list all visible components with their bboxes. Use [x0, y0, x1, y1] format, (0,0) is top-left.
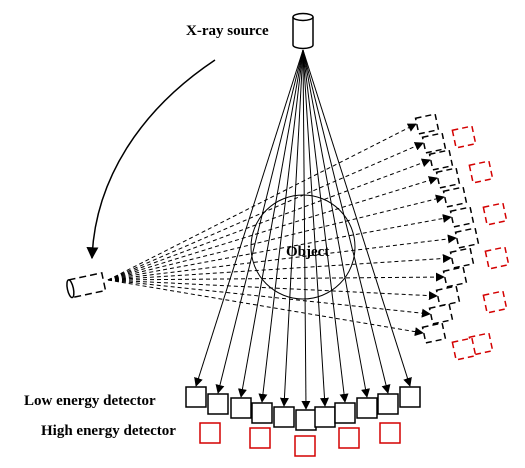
detector-element-icon [377, 393, 399, 415]
low-energy-detector-array [185, 386, 421, 431]
ray-line [237, 49, 304, 398]
detector-element-icon [454, 227, 480, 249]
detector-element-icon [449, 247, 475, 269]
detector-element-icon [428, 303, 454, 325]
detector-element-icon [379, 422, 401, 444]
detector-element-icon [451, 337, 477, 361]
detector-element-icon [451, 125, 477, 149]
rotation-arrow-icon [86, 59, 216, 260]
detector-element-icon [338, 427, 360, 449]
rotated-high-energy-detector-array [451, 125, 510, 361]
detector-element-icon [199, 422, 221, 444]
detector-element-icon [428, 149, 454, 171]
detector-element-icon [207, 393, 229, 415]
detector-element-icon [482, 202, 508, 226]
ray-line [107, 142, 424, 281]
ray-line [302, 49, 329, 407]
detector-element-icon [294, 435, 316, 457]
detector-element-icon [482, 290, 508, 314]
detector-element-icon [442, 186, 468, 208]
detector-element-icon [435, 285, 461, 307]
ray-line [107, 272, 445, 282]
detector-element-icon [414, 113, 440, 135]
rotated-source-icon [66, 271, 107, 299]
detector-element-icon [449, 206, 475, 228]
low-energy-detector-label: Low energy detector [24, 393, 156, 409]
ray-line [302, 49, 412, 387]
detector-element-icon [484, 246, 510, 270]
detector-element-icon [442, 266, 468, 288]
detector-element-icon [468, 332, 494, 356]
high-energy-detector-array [199, 422, 401, 457]
detector-element-icon [334, 402, 356, 424]
detector-element-icon [421, 322, 447, 344]
ray-line [107, 254, 452, 281]
ray-line [107, 214, 452, 281]
detector-element-icon [421, 132, 447, 154]
ray-line [107, 176, 438, 281]
detector-element-icon [273, 406, 295, 428]
ray-fan-rotated [107, 123, 457, 337]
ray-line [302, 49, 391, 394]
detector-element-icon [399, 386, 421, 408]
detector-element-icon [249, 427, 271, 449]
detector-element-icon [230, 397, 252, 419]
ray-line [107, 123, 417, 281]
ray-line [302, 49, 349, 403]
high-energy-detector-label: High energy detector [41, 423, 176, 439]
detector-element-icon [314, 406, 336, 428]
ray-line [107, 158, 431, 281]
ray-line [107, 279, 431, 318]
ray-line [301, 49, 311, 410]
detector-element-icon [468, 160, 494, 184]
detector-element-icon [435, 167, 461, 189]
x-ray-source-icon [292, 12, 314, 50]
rotated-low-energy-detector-array [414, 113, 480, 344]
ray-line [279, 49, 304, 407]
ray-line [107, 279, 438, 301]
detector-element-icon [185, 386, 207, 408]
detector-element-icon [295, 409, 317, 431]
ray-line [107, 279, 424, 337]
object-label: Object [286, 244, 330, 260]
ray-line [107, 234, 457, 281]
detector-element-icon [356, 397, 378, 419]
source-label: X-ray source [186, 23, 269, 39]
ray-line [107, 194, 445, 281]
ray-line [215, 49, 304, 394]
ray-fan-bottom [194, 49, 412, 410]
detector-element-icon [251, 402, 273, 424]
